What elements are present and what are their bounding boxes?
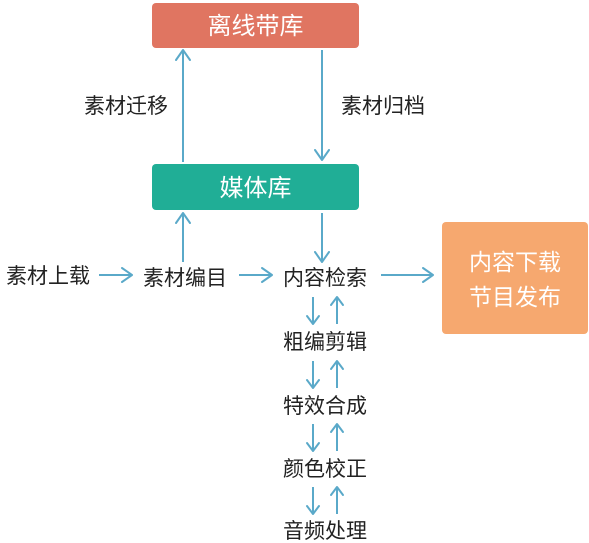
arrow-search-to-output <box>381 267 434 283</box>
label-color-correction: 颜色校正 <box>283 457 367 481</box>
arrow-rough-edit-to-search <box>330 296 344 324</box>
arrow-archive-down <box>314 50 330 161</box>
label-catalog: 素材编目 <box>143 266 227 290</box>
label-audio: 音频处理 <box>283 519 367 543</box>
offline-tape-label: 离线带库 <box>208 12 304 40</box>
label-ingest: 素材上载 <box>6 264 90 288</box>
arrow-ingest-to-catalog <box>99 267 133 283</box>
arrow-catalog-to-media <box>175 212 191 262</box>
arrow-effects-to-rough-edit <box>330 360 344 388</box>
arrow-audio-to-color <box>330 486 344 514</box>
arrow-media-to-search <box>314 213 330 263</box>
label-migrate: 素材迁移 <box>84 94 168 118</box>
media-library-label: 媒体库 <box>220 174 292 202</box>
arrow-color-to-effects <box>330 423 344 451</box>
output-label-line1: 内容下载 <box>469 250 561 276</box>
arrow-catalog-to-search <box>239 267 273 283</box>
label-archive: 素材归档 <box>341 94 425 118</box>
output-box <box>442 222 588 334</box>
arrow-migrate-up <box>175 49 191 162</box>
arrow-color-to-audio <box>306 487 320 515</box>
arrow-rough-edit-to-effects <box>306 361 320 389</box>
label-rough-edit: 粗编剪辑 <box>283 330 367 354</box>
label-effects: 特效合成 <box>283 394 367 418</box>
label-search: 内容检索 <box>283 266 367 290</box>
arrow-search-to-rough-edit <box>306 297 320 325</box>
output-label-line2: 节目发布 <box>469 285 561 311</box>
arrow-effects-to-color <box>306 424 320 452</box>
media-library-box <box>152 164 359 210</box>
offline-tape-box <box>152 3 359 48</box>
